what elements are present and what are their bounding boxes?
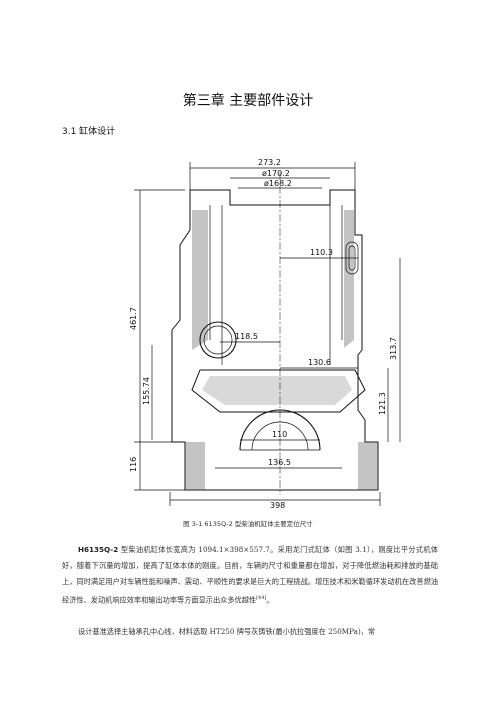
dim-313-7: 313.7 <box>389 337 398 360</box>
dim-121-3: 121.3 <box>378 392 387 415</box>
dim-273-2: 273.2 <box>258 158 281 167</box>
paragraph-2: 设计基准选择主轴承孔中心线，材料选取 HT250 牌号灰铸铁(最小抗拉强度在 2… <box>78 627 376 636</box>
dim-155-74: 155.74 <box>142 377 151 405</box>
chapter-title: 第三章 主要部件设计 <box>182 93 314 109</box>
dim-398: 398 <box>270 501 285 510</box>
paragraph-1-text: 型柴油机缸体长宽高为 1094.1×398×557.7。采用龙门式缸体（如图 3… <box>62 545 438 605</box>
section-title: 3.1 缸体设计 <box>62 127 116 137</box>
dim-136-5: 136.5 <box>268 458 291 467</box>
dim-130-6: 130.6 <box>308 358 331 367</box>
dim-phi170-2: ø170.2 <box>262 169 290 178</box>
paragraph-1-lead: H6135Q-2 <box>78 545 119 554</box>
figure-caption: 图 3-1 6135Q-2 型柴油机缸体主要定位尺寸 <box>183 520 313 528</box>
dim-116: 116 <box>130 457 138 472</box>
reference-44: [44] <box>256 595 267 601</box>
cylinder-block-drawing: 273.2 ø170.2 ø168.2 110.3 461.7 118.5 31… <box>130 150 420 512</box>
engineering-drawing: 273.2 ø170.2 ø168.2 110.3 461.7 118.5 31… <box>130 158 401 510</box>
dim-110-3: 110.3 <box>310 248 333 257</box>
dim-118-5: 118.5 <box>235 332 258 341</box>
paragraph-1-end: 。 <box>266 595 274 605</box>
dim-110: 110 <box>272 430 287 439</box>
dim-phi168-2: ø168.2 <box>264 179 292 188</box>
dim-461-7: 461.7 <box>130 307 138 330</box>
paragraph-1: H6135Q-2 型柴油机缸体长宽高为 1094.1×398×557.7。采用龙… <box>62 542 438 608</box>
